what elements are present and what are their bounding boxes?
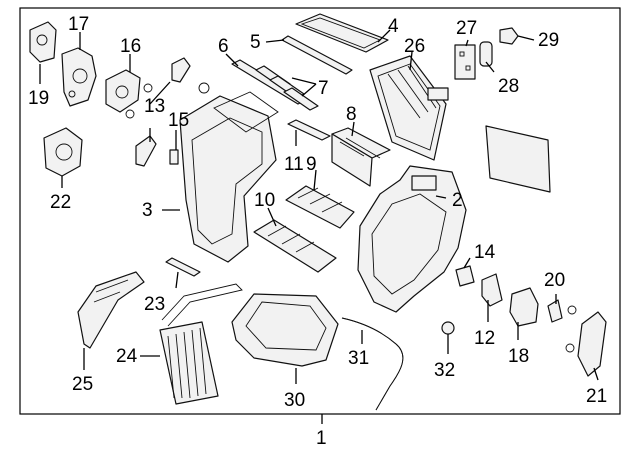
callout-5: 5 bbox=[250, 32, 261, 53]
callout-1: 1 bbox=[316, 428, 327, 449]
part-25-duct bbox=[77, 271, 145, 349]
callout-27: 27 bbox=[456, 18, 477, 39]
callout-11: 11 bbox=[284, 154, 304, 175]
part-21-bracket bbox=[565, 311, 607, 377]
callout-28: 28 bbox=[498, 76, 519, 97]
callout-14: 14 bbox=[474, 242, 496, 263]
callout-16: 16 bbox=[120, 36, 141, 57]
part-20-screw bbox=[547, 299, 577, 323]
callout-29: 29 bbox=[538, 30, 559, 51]
part-32-grommet bbox=[441, 321, 455, 335]
part-14-actuator bbox=[455, 265, 475, 287]
part-11-shaft bbox=[287, 119, 331, 141]
part-19-actuator bbox=[29, 21, 57, 63]
part-16-actuator bbox=[105, 69, 141, 113]
part-3-case-left bbox=[179, 91, 279, 263]
part-23-clamp bbox=[165, 257, 201, 277]
callout-23: 23 bbox=[144, 294, 165, 315]
callout-15: 15 bbox=[168, 110, 189, 131]
part-5-seal-strip bbox=[281, 35, 353, 75]
part-17-actuator-bracket bbox=[61, 47, 97, 107]
callout-12: 12 bbox=[474, 328, 495, 349]
callout-18: 18 bbox=[508, 346, 529, 367]
callout-21: 21 bbox=[586, 386, 607, 407]
callout-10: 10 bbox=[254, 190, 275, 211]
callout-31: 31 bbox=[348, 348, 369, 369]
part-4-cabin-filter-frame bbox=[295, 13, 389, 53]
callout-26: 26 bbox=[404, 36, 425, 57]
part-27-gasket bbox=[454, 44, 476, 80]
callout-19: 19 bbox=[28, 88, 49, 109]
callout-9: 9 bbox=[306, 154, 317, 175]
part-31-drain-hose bbox=[341, 317, 404, 411]
callout-4: 4 bbox=[388, 16, 399, 37]
part-8-duct-filter bbox=[331, 127, 391, 187]
callout-2: 2 bbox=[452, 190, 463, 211]
part-22-actuator bbox=[43, 127, 83, 177]
part-26-evaporator bbox=[369, 55, 449, 161]
callout-25: 25 bbox=[72, 374, 93, 395]
part-washers bbox=[125, 83, 153, 119]
part-12-actuator bbox=[481, 273, 503, 307]
callout-24: 24 bbox=[116, 346, 138, 367]
callout-17: 17 bbox=[68, 14, 89, 35]
callout-3: 3 bbox=[142, 200, 153, 221]
callout-6: 6 bbox=[218, 36, 229, 57]
leader-lines bbox=[39, 29, 599, 384]
part-15-clip bbox=[169, 149, 179, 165]
part-28-oring bbox=[479, 41, 493, 67]
part-9-blend-door bbox=[285, 185, 355, 229]
part-insulation-pad bbox=[485, 125, 551, 193]
callout-8: 8 bbox=[346, 104, 357, 125]
part-10-blend-door bbox=[253, 219, 337, 273]
part-24-heater-core bbox=[159, 283, 243, 405]
part-7-seals bbox=[255, 65, 319, 111]
part-2-case-right bbox=[357, 165, 467, 313]
part-30-lower-case bbox=[231, 293, 339, 367]
assembly-frame bbox=[19, 7, 621, 415]
callout-32: 32 bbox=[434, 360, 455, 381]
callout-7: 7 bbox=[318, 78, 329, 99]
callout-13: 13 bbox=[144, 96, 165, 117]
part-13-lever bbox=[135, 57, 210, 167]
part-29-clip bbox=[499, 27, 519, 45]
callout-20: 20 bbox=[544, 270, 565, 291]
callout-30: 30 bbox=[284, 390, 305, 411]
callout-22: 22 bbox=[50, 192, 71, 213]
part-18-blower-resistor bbox=[509, 287, 539, 327]
